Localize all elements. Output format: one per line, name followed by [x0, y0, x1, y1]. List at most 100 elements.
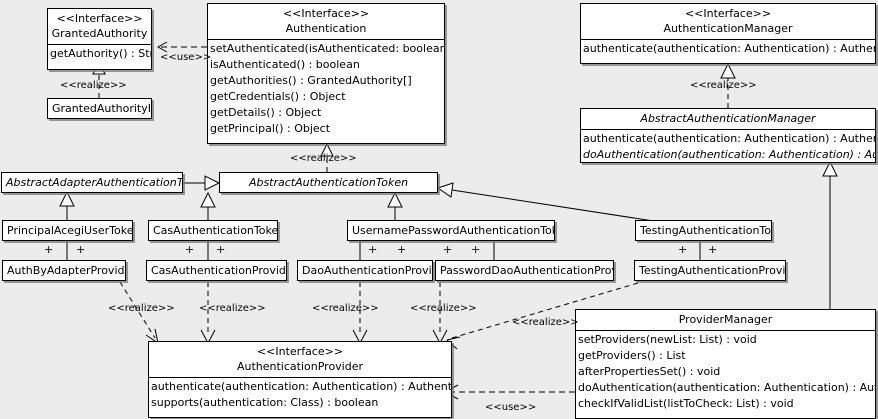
class-box-granted-authority-impl[interactable]: GrantedAuthorityImpl — [47, 98, 152, 119]
class-name-label: AuthenticationManager — [663, 22, 793, 35]
class-header-authentication-provider: <<Interface>> AuthenticationProvider — [149, 342, 451, 377]
edge-label-realize-dao-authentication-provider: <<realize>> — [312, 303, 379, 314]
class-box-abstract-authentication-manager[interactable]: AbstractAuthenticationManager authentica… — [580, 108, 876, 163]
class-members-authentication: setAuthenticated(isAuthenticated: boolea… — [208, 39, 444, 138]
class-header-principal-acegi-user-token: PrincipalAcegiUserToken — [3, 221, 133, 240]
association-mark-plus: + — [708, 243, 718, 256]
class-header-dao-authentication-provider: DaoAuthenticationProvider — [298, 261, 432, 280]
member-row: getAuthorities() : GrantedAuthority[] — [210, 74, 412, 87]
class-box-testing-authentication-token[interactable]: TestingAuthenticationToken — [635, 220, 772, 241]
class-header-provider-manager: ProviderManager — [576, 310, 875, 330]
class-name-label: GrantedAuthorityImpl — [52, 102, 151, 115]
edge-label-realize-cas-authentication-provider: <<realize>> — [199, 303, 266, 314]
class-box-provider-manager[interactable]: ProviderManager setProviders(newList: Li… — [575, 309, 876, 419]
class-box-username-password-authentication-token[interactable]: UsernamePasswordAuthenticationToken — [347, 220, 555, 241]
edge-label-realize-abstract-authentication-manager: <<realize>> — [690, 80, 757, 91]
class-name-label: AbstractAuthenticationToken — [248, 176, 409, 189]
class-box-password-dao-authentication-provider[interactable]: PasswordDaoAuthenticationProvider — [435, 260, 614, 281]
association-mark-plus: + — [216, 243, 226, 256]
member-row: doAuthentication(authentication: Authent… — [583, 148, 875, 161]
class-name-label: AuthByAdapterProvider — [7, 264, 126, 277]
class-box-dao-authentication-provider[interactable]: DaoAuthenticationProvider — [297, 260, 433, 281]
class-box-cas-authentication-provider[interactable]: CasAuthenticationProvider — [146, 260, 287, 281]
class-name-label: DaoAuthenticationProvider — [302, 264, 432, 277]
class-header-abstract-authentication-manager: AbstractAuthenticationManager — [581, 109, 875, 129]
class-box-authentication[interactable]: <<Interface>> Authentication setAuthenti… — [207, 3, 445, 144]
class-header-cas-authentication-token: CasAuthenticationToken — [149, 221, 278, 240]
class-name-label: ProviderManager — [678, 313, 773, 326]
class-members-authentication-manager: authenticate(authentication: Authenticat… — [581, 39, 875, 58]
member-row: doAuthentication(authentication: Authent… — [578, 381, 875, 394]
class-members-authentication-provider: authenticate(authentication: Authenticat… — [149, 377, 451, 412]
member-row: supports(authentication: Class) : boolea… — [151, 396, 379, 409]
class-box-abstract-adapter-authentication-token[interactable]: AbstractAdapterAuthenticationToken — [1, 172, 183, 193]
member-row: getProviders() : List — [578, 349, 686, 362]
edge-label-use-provider-manager: <<use>> — [485, 402, 537, 413]
class-name-label: CasAuthenticationToken — [153, 224, 278, 237]
stereotype-label: <<Interface>> — [256, 345, 344, 358]
member-row: getDetails() : Object — [210, 106, 322, 119]
class-name-label: UsernamePasswordAuthenticationToken — [352, 224, 555, 237]
class-box-granted-authority[interactable]: <<Interface>> GrantedAuthority getAuthor… — [47, 8, 152, 70]
class-header-username-password-authentication-token: UsernamePasswordAuthenticationToken — [348, 221, 555, 240]
class-box-testing-authentication-provider[interactable]: TestingAuthenticationProvider — [634, 260, 786, 281]
class-name-label: AbstractAdapterAuthenticationToken — [6, 176, 183, 189]
member-row: authenticate(authentication: Authenticat… — [583, 132, 875, 145]
member-row: getCredentials() : Object — [210, 90, 346, 103]
edge-label-realize-testing-authentication-provider: <<realize>> — [512, 317, 579, 328]
association-mark-plus: + — [678, 243, 688, 256]
class-members-granted-authority: getAuthority() : String — [48, 44, 151, 63]
member-row: afterPropertiesSet() : void — [578, 365, 721, 378]
association-mark-plus: + — [471, 243, 481, 256]
class-name-label: TestingAuthenticationProvider — [639, 264, 786, 277]
class-box-authentication-manager[interactable]: <<Interface>> AuthenticationManager auth… — [580, 3, 876, 64]
association-mark-plus: + — [368, 243, 378, 256]
class-header-abstract-adapter-authentication-token: AbstractAdapterAuthenticationToken — [2, 173, 183, 192]
member-row: getPrincipal() : Object — [210, 122, 331, 135]
association-mark-plus: + — [397, 243, 407, 256]
edge-label-use-authentication-granted-authority: <<use>> — [160, 52, 212, 63]
class-box-abstract-authentication-token[interactable]: AbstractAuthenticationToken — [219, 172, 438, 193]
class-header-granted-authority-impl: GrantedAuthorityImpl — [48, 99, 151, 118]
class-header-testing-authentication-token: TestingAuthenticationToken — [636, 221, 772, 240]
class-box-authentication-provider[interactable]: <<Interface>> AuthenticationProvider aut… — [148, 341, 452, 418]
class-header-auth-by-adapter-provider: AuthByAdapterProvider — [3, 261, 126, 280]
class-box-auth-by-adapter-provider[interactable]: AuthByAdapterProvider — [2, 260, 126, 281]
class-header-granted-authority: <<Interface>> GrantedAuthority — [48, 9, 151, 44]
class-header-abstract-authentication-token: AbstractAuthenticationToken — [220, 173, 437, 192]
member-row: checkIfValidList(listToCheck: List) : vo… — [578, 397, 794, 410]
edge-label-realize-password-dao-authentication-provider: <<realize>> — [410, 303, 477, 314]
member-row: setProviders(newList: List) : void — [578, 333, 757, 346]
edge-label-realize-granted-authority-impl: <<realize>> — [60, 80, 127, 91]
class-name-label: Authentication — [285, 22, 367, 35]
member-row: getAuthority() : String — [50, 47, 151, 60]
class-name-label: GrantedAuthority — [51, 27, 148, 40]
class-header-authentication-manager: <<Interface>> AuthenticationManager — [581, 4, 875, 39]
association-mark-plus: + — [76, 243, 86, 256]
class-box-cas-authentication-token[interactable]: CasAuthenticationToken — [148, 220, 278, 241]
class-header-testing-authentication-provider: TestingAuthenticationProvider — [635, 261, 786, 280]
class-header-password-dao-authentication-provider: PasswordDaoAuthenticationProvider — [436, 261, 613, 280]
class-name-label: PrincipalAcegiUserToken — [7, 224, 133, 237]
class-box-principal-acegi-user-token[interactable]: PrincipalAcegiUserToken — [2, 220, 133, 241]
stereotype-label: <<Interface>> — [282, 7, 370, 20]
class-name-label: PasswordDaoAuthenticationProvider — [440, 264, 613, 277]
association-mark-plus: + — [185, 243, 195, 256]
class-name-label: TestingAuthenticationToken — [640, 224, 772, 237]
association-mark-plus: + — [443, 243, 453, 256]
stereotype-label: <<Interface>> — [56, 12, 143, 25]
class-header-authentication: <<Interface>> Authentication — [208, 4, 444, 39]
class-members-abstract-authentication-manager: authenticate(authentication: Authenticat… — [581, 129, 875, 162]
class-members-provider-manager: setProviders(newList: List) : void getPr… — [576, 330, 875, 413]
member-row: authenticate(authentication: Authenticat… — [583, 42, 875, 55]
edge-label-realize-abstract-authentication-token: <<realize>> — [290, 153, 357, 164]
stereotype-label: <<Interface>> — [684, 7, 772, 20]
edge-label-realize-auth-by-adapter-provider: <<realize>> — [108, 303, 175, 314]
member-row: isAuthenticated() : boolean — [210, 58, 360, 71]
member-row: setAuthenticated(isAuthenticated: boolea… — [210, 42, 444, 55]
member-row: authenticate(authentication: Authenticat… — [151, 380, 452, 393]
association-mark-plus: + — [44, 243, 54, 256]
class-name-label: AuthenticationProvider — [236, 360, 364, 373]
